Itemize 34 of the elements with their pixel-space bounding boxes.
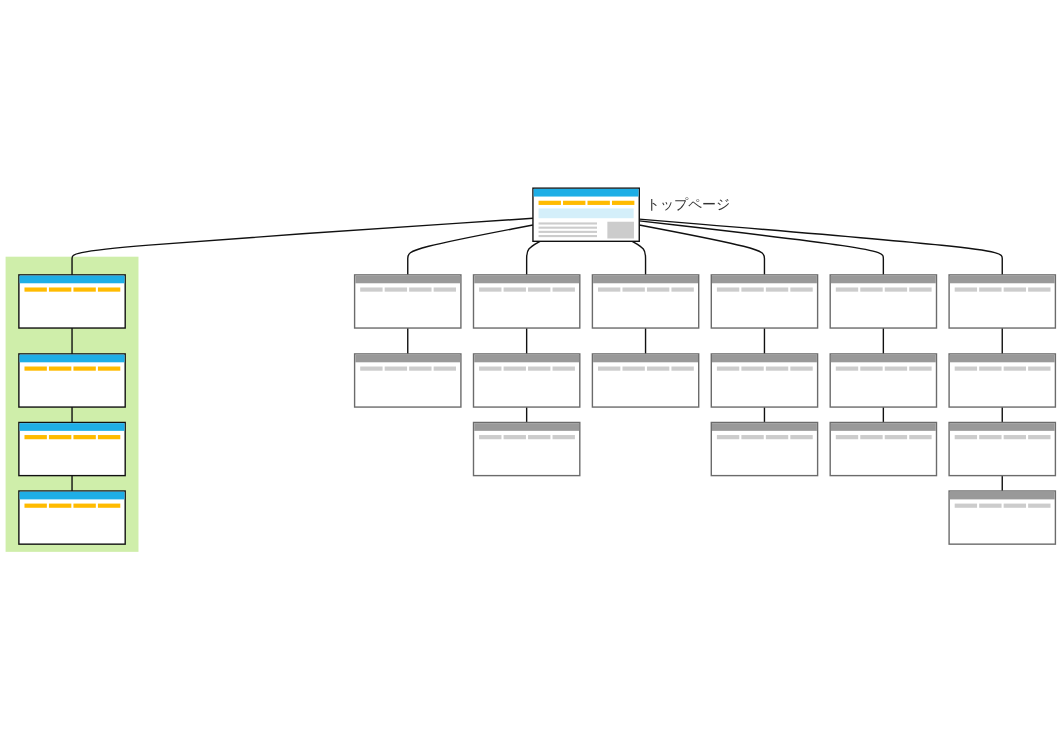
page-thumbnail <box>18 274 126 329</box>
connector-line <box>631 240 647 276</box>
page-thumbnail <box>829 274 938 329</box>
page-thumbnail <box>472 353 581 408</box>
connector-line <box>71 474 73 492</box>
page-thumbnail <box>948 421 1057 477</box>
page-thumbnail <box>18 353 126 408</box>
connector-line <box>644 327 647 355</box>
page-thumbnail <box>591 353 700 408</box>
page-thumbnail <box>353 353 462 408</box>
connector-line <box>71 406 73 424</box>
page-thumbnail <box>710 274 819 329</box>
page-thumbnail <box>710 353 819 408</box>
page-thumbnail <box>353 274 462 329</box>
page-thumbnail <box>18 421 126 477</box>
connector-line <box>1001 327 1003 355</box>
connector-line <box>71 327 73 355</box>
page-thumbnail <box>829 421 938 477</box>
connector-line <box>763 327 766 355</box>
page-title: トップページ <box>646 195 731 213</box>
connector-line <box>525 240 541 276</box>
connector-line <box>407 327 409 355</box>
page-thumbnail <box>948 490 1057 545</box>
page-thumbnail <box>710 421 819 477</box>
page-thumbnail <box>829 353 938 408</box>
page-thumbnail <box>18 490 126 545</box>
page-thumbnail <box>948 274 1057 329</box>
page-thumbnail <box>472 274 581 329</box>
page-thumbnail <box>472 421 581 477</box>
page-thumbnail <box>948 353 1057 408</box>
page-thumbnail <box>591 274 700 329</box>
connector-line <box>525 327 528 355</box>
page-thumbnail <box>532 187 640 242</box>
connector-line <box>882 327 885 355</box>
